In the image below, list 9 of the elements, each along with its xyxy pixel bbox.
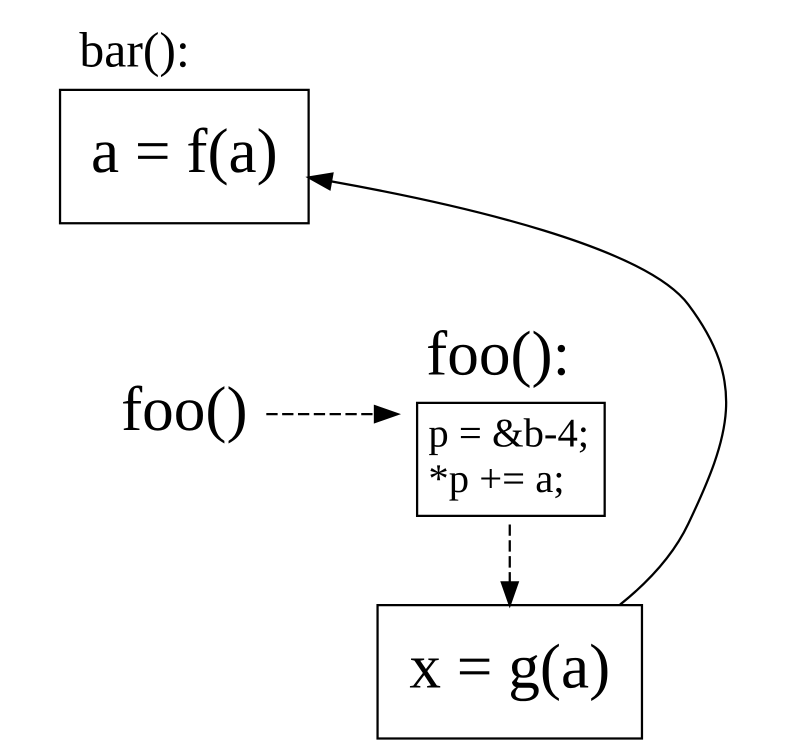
- node-box: p = &b-4; *p += a;: [415, 402, 606, 517]
- arrow: [500, 524, 519, 608]
- diagram-title: bar():: [78, 22, 190, 78]
- arrow: [304, 172, 727, 606]
- node-label: foo():: [426, 318, 570, 388]
- node-box: a = f(a): [58, 88, 310, 224]
- arrow: [266, 404, 400, 424]
- node-text: foo(): [120, 374, 248, 444]
- node-box: x = g(a): [376, 604, 643, 740]
